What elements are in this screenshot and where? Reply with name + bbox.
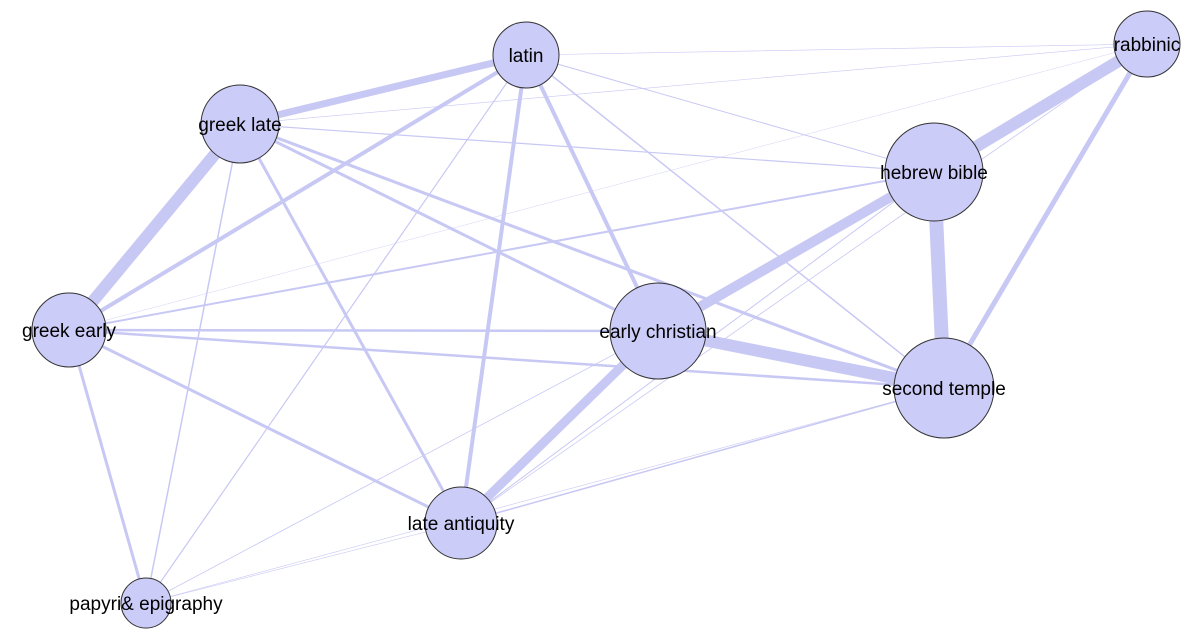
edge-latin-late_antiquity bbox=[459, 53, 528, 525]
node-label-papyri: papyri& epigraphy bbox=[69, 594, 223, 615]
edge-latin-early_christian bbox=[524, 53, 660, 333]
edge-papyri-second_temple bbox=[145, 387, 945, 604]
edge-latin-rabbinic bbox=[525, 43, 1148, 56]
edge-greek_early-second_temple bbox=[67, 328, 946, 390]
edge-late_antiquity-rabbinic bbox=[460, 43, 1148, 524]
node-label-rabbinic: rabbinic bbox=[1114, 35, 1181, 56]
node-label-late-antiquity: late antiquity bbox=[408, 514, 515, 535]
node-layer bbox=[31, 10, 1181, 629]
node-greek-early bbox=[31, 292, 107, 368]
node-hebrew-bible bbox=[884, 122, 984, 222]
edge-latin-second_temple bbox=[525, 54, 945, 389]
node-label-greek-late: greek late bbox=[198, 115, 281, 136]
node-label-second-temple: second temple bbox=[882, 379, 1006, 400]
edge-papyri-early_christian bbox=[145, 330, 659, 604]
node-greek-late bbox=[200, 84, 280, 164]
edge-greek_late-papyri bbox=[145, 123, 241, 604]
edge-greek_early-hebrew_bible bbox=[68, 171, 935, 331]
node-label-early-christian: early christian bbox=[599, 322, 716, 343]
edge-greek_late-second_temple bbox=[238, 122, 946, 390]
edge-greek_late-latin bbox=[236, 51, 530, 128]
edge-papyri-late_antiquity bbox=[145, 522, 462, 604]
node-label-latin: latin bbox=[509, 46, 544, 67]
edge-rabbinic-second_temple bbox=[941, 41, 1150, 391]
edge-greek_early-early_christian bbox=[67, 328, 660, 333]
edge-greek_late-hebrew_bible bbox=[239, 123, 935, 173]
edge-late_antiquity-second_temple bbox=[460, 387, 945, 524]
label-layer: latin rabbinic greek late hebrew bible greek… bbox=[22, 35, 1180, 615]
node-label-hebrew-bible: hebrew bible bbox=[880, 163, 988, 184]
edge-greek_late-late_antiquity bbox=[238, 122, 463, 525]
node-papyri bbox=[120, 577, 172, 629]
edge-greek_early-papyri bbox=[67, 328, 148, 605]
edge-latin-papyri bbox=[145, 54, 527, 604]
node-latin bbox=[492, 21, 560, 89]
node-label-greek-early: greek early bbox=[22, 321, 116, 342]
edge-greek_late-greek_early bbox=[63, 118, 246, 336]
edge-greek_late-rabbinic bbox=[239, 43, 1148, 125]
edge-greek_late-early_christian bbox=[238, 122, 660, 333]
node-second-temple bbox=[893, 337, 995, 439]
edge-greek_early-late_antiquity bbox=[67, 328, 463, 525]
edge-latin-hebrew_bible bbox=[525, 54, 935, 173]
edge-greek_early-rabbinic bbox=[68, 43, 1148, 331]
edge-layer bbox=[63, 38, 1153, 605]
node-late-antiquity bbox=[424, 486, 498, 560]
edge-latin-greek_early bbox=[67, 53, 528, 332]
node-early-christian bbox=[609, 282, 707, 380]
node-rabbinic bbox=[1113, 10, 1181, 78]
